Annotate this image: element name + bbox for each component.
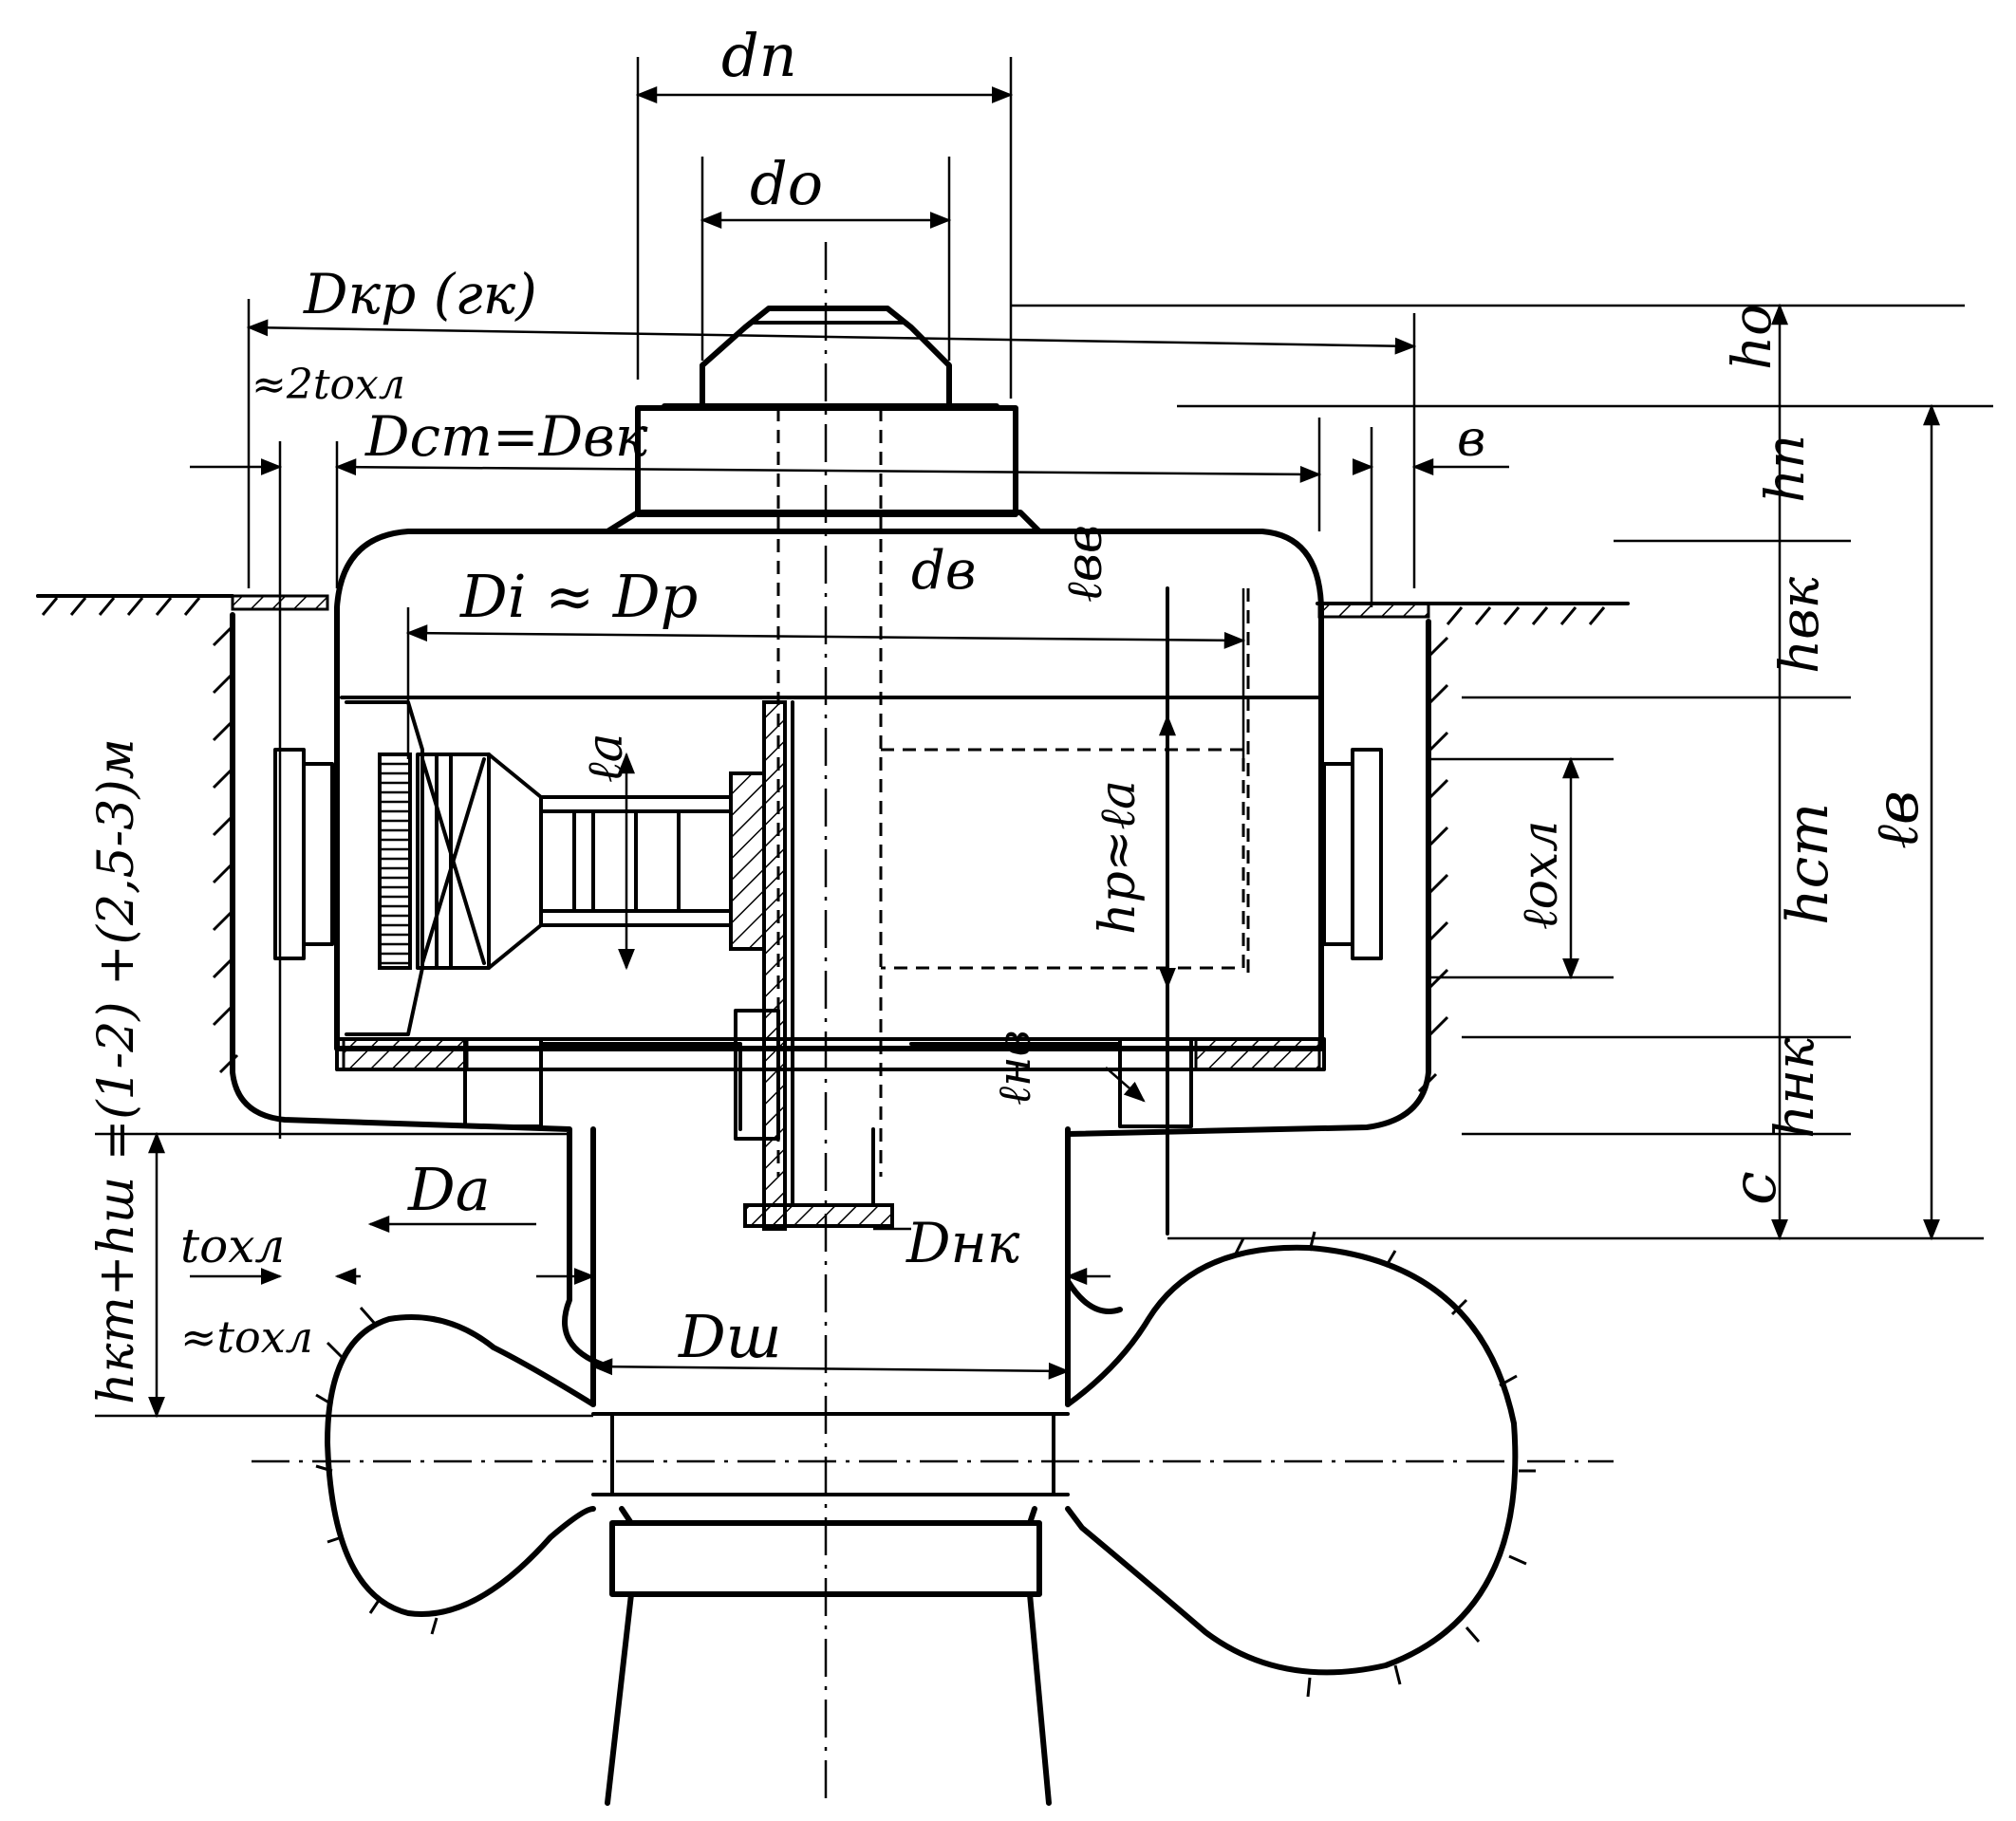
label-l-ohl: ℓохл xyxy=(1512,821,1569,930)
label-d-o: do xyxy=(750,149,823,218)
label-d-st: Dст=Dвк xyxy=(364,404,648,469)
label-2t-ohl: ≈2tохл xyxy=(252,361,405,409)
label-l-b-bottom: ℓнв xyxy=(988,1030,1041,1106)
label-h-nk: hнк xyxy=(1764,1037,1826,1139)
label-h-st: hст xyxy=(1775,803,1841,925)
label-h-p: hр≈ℓa xyxy=(1090,780,1147,935)
label-d-i: Di ≈ Dр xyxy=(459,562,698,631)
label-l-b-top: ℓвв xyxy=(1056,525,1113,603)
label-d-a: Da xyxy=(407,1155,491,1224)
label-l-b-right: ℓв xyxy=(1862,790,1932,849)
label-h-p-right: hп xyxy=(1755,435,1817,503)
label-h-o: ho xyxy=(1722,304,1783,370)
label-c: c xyxy=(1720,1171,1790,1205)
label-d-kr: Dкр (гк) xyxy=(303,262,537,326)
spiral-casing xyxy=(315,1231,1536,1698)
ground-hatch-right xyxy=(1446,606,1606,625)
label-approx-t-ohl: ≈tохл xyxy=(180,1311,313,1363)
air-cooler-left xyxy=(273,748,334,960)
dimension-labels: dп do Dкр (гк) ≈2tохл Dст=Dвк в Di ≈ Dр … xyxy=(88,21,1932,1404)
label-d-sh: Dш xyxy=(678,1302,781,1371)
dimension-lines xyxy=(95,57,1993,1419)
pit-wall-hatch-left xyxy=(212,626,239,1074)
label-d-nk: Dнк xyxy=(905,1211,1020,1275)
spiral-casing-hatch xyxy=(315,1231,1536,1698)
label-d-p: dп xyxy=(721,21,797,90)
ground-hatch-left xyxy=(41,597,201,616)
label-d-b: dв xyxy=(911,540,976,602)
stator-rotor-left xyxy=(345,700,894,1231)
pit-wall-hatch-right xyxy=(1417,636,1449,1093)
label-left-formula: hкт+hш =(1-2) +(2,5-3)м xyxy=(88,738,145,1404)
label-b: в xyxy=(1457,411,1485,468)
label-h-vk: hвк xyxy=(1769,576,1831,674)
top-exciter xyxy=(605,306,1042,534)
rotor-outline-right xyxy=(881,586,1250,1236)
generator-housing xyxy=(334,529,1326,1131)
label-t-ohl: tохл xyxy=(180,1218,285,1273)
label-l-a: ℓa xyxy=(577,733,634,783)
stator-winding-left xyxy=(380,762,410,965)
air-cooler-right xyxy=(1322,748,1383,960)
